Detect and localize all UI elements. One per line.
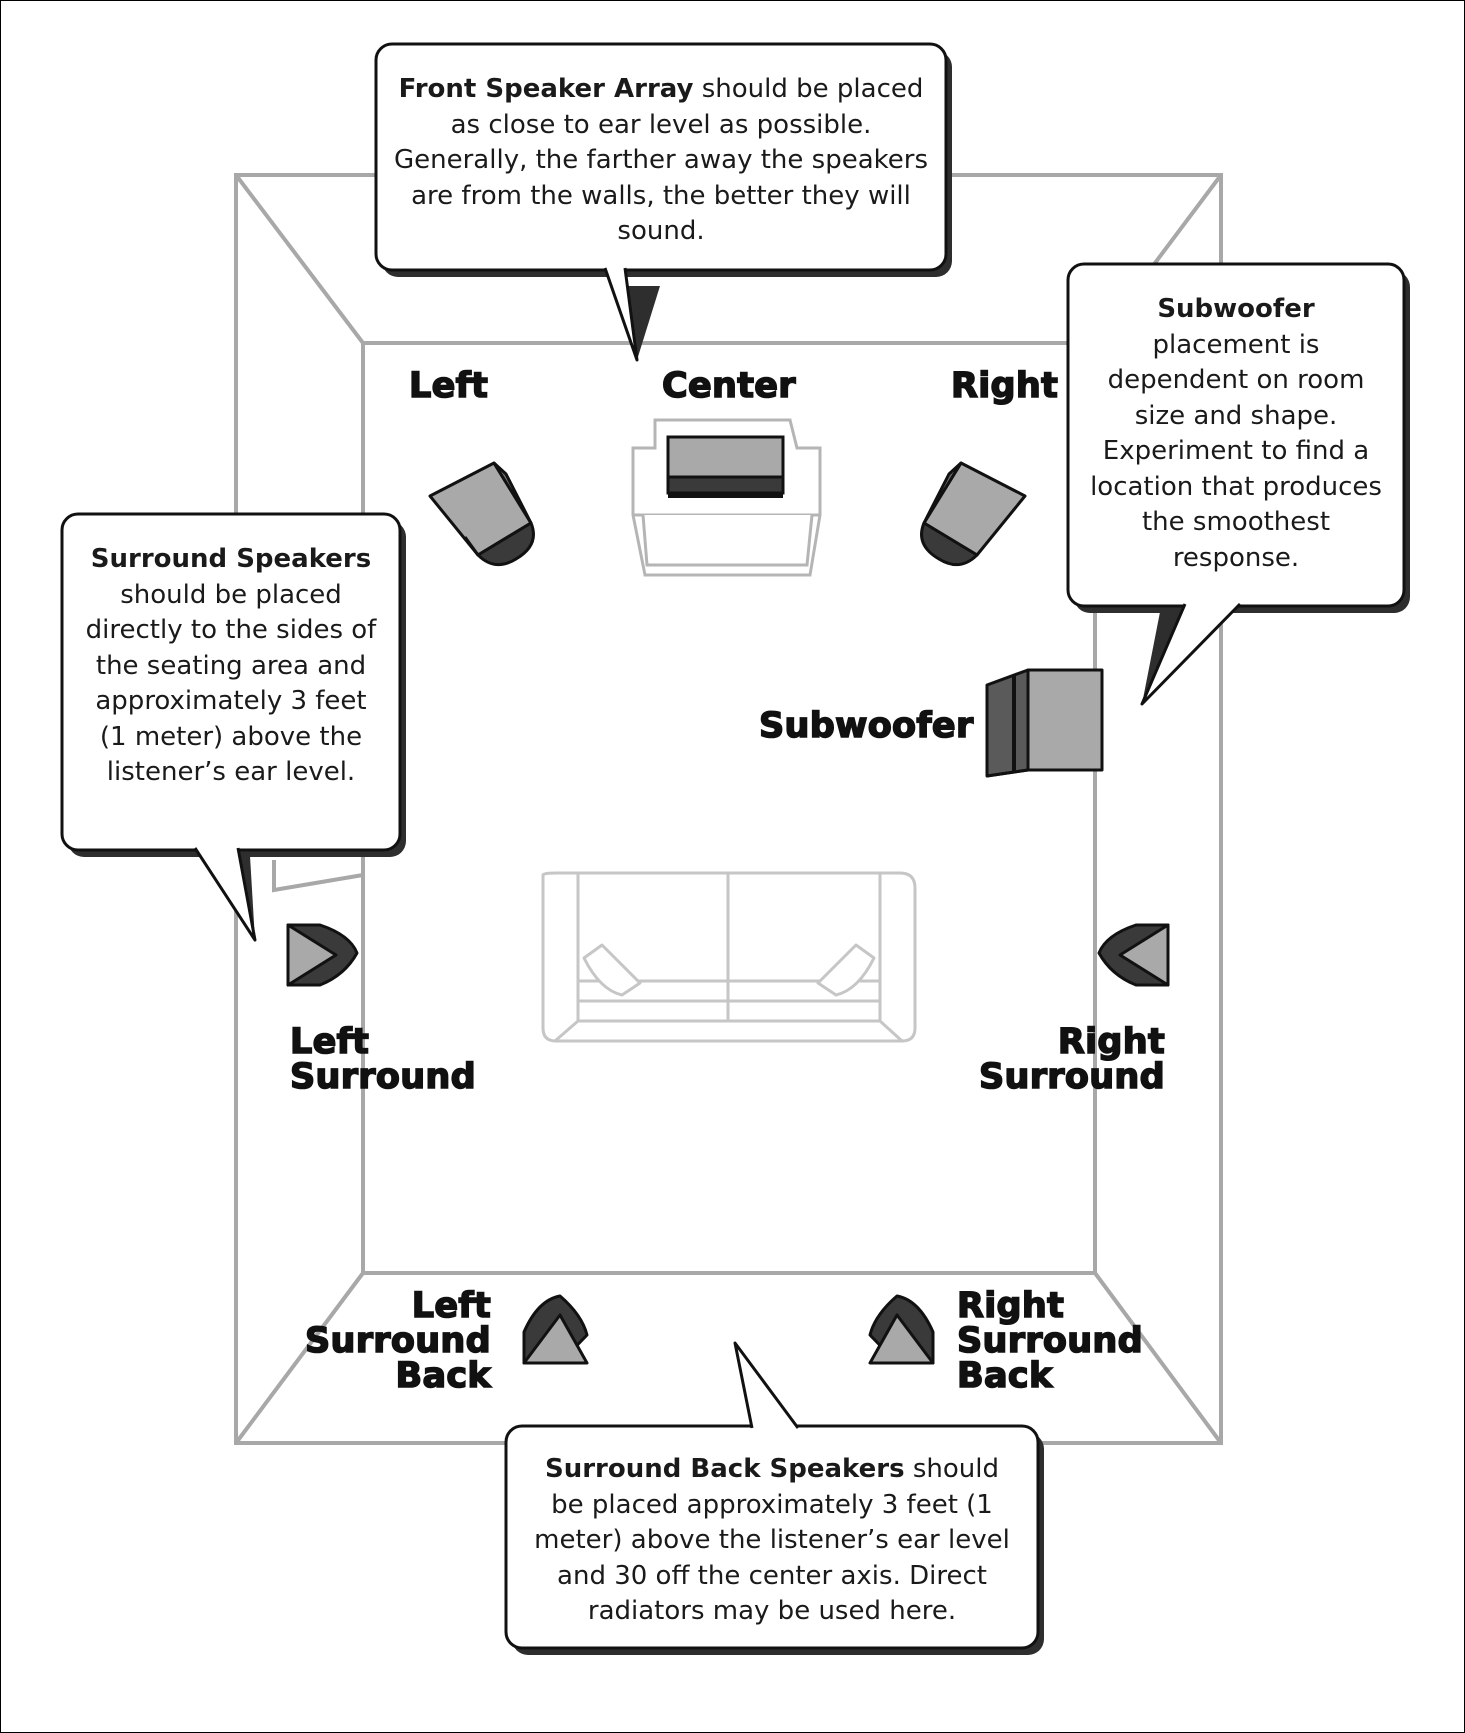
callout-front-bubble — [374, 42, 952, 362]
left-surround-speaker — [286, 923, 359, 987]
right-surround-back-speaker — [868, 1294, 935, 1365]
label-right-surround-back: Right Surround Back — [956, 1286, 1143, 1396]
callout-subwoofer-body: placement is dependent on room size and … — [1090, 329, 1382, 573]
label-left-surround-back-line3: Back — [395, 1356, 492, 1396]
callout-front-title: Front Speaker Array — [398, 74, 694, 104]
sofa — [541, 871, 917, 1043]
label-left-surround-back-line1: Left — [411, 1286, 492, 1326]
label-right-surround: Right Surround — [960, 1022, 1165, 1097]
label-subwoofer: Subwoofer — [758, 706, 974, 746]
label-left-surround: Left Surround — [289, 1022, 476, 1097]
callout-subwoofer-text: Subwoofer placement is dependent on room… — [1090, 264, 1382, 606]
callout-surround-title: Surround Speakers — [90, 544, 372, 574]
right-front-speaker — [920, 461, 1027, 567]
callout-front-body: should be placed as close to ear level a… — [394, 74, 928, 246]
label-right-surround-back-line2: Surround — [956, 1321, 1143, 1361]
callout-surround-back-bubble — [504, 1341, 1044, 1655]
callout-surround-back-text: Surround Back Speakers should be placed … — [530, 1426, 1014, 1648]
label-left-surround-back-line2: Surround — [304, 1321, 491, 1361]
label-right-surround-back-line3: Back — [956, 1356, 1053, 1396]
left-front-speaker — [428, 461, 535, 567]
callout-subwoofer-title: Subwoofer — [1157, 294, 1315, 324]
callout-front-text: Front Speaker Array should be placed as … — [386, 44, 936, 270]
label-center: Center — [661, 366, 796, 406]
right-surround-speaker — [1097, 923, 1170, 987]
label-left-surround-line1: Left — [289, 1022, 370, 1062]
callout-surround-bubble — [60, 512, 406, 942]
callout-subwoofer-bubble — [1066, 262, 1410, 706]
left-surround-back-speaker — [522, 1294, 589, 1365]
subwoofer-box — [985, 668, 1104, 778]
label-right: Right — [950, 366, 1059, 406]
label-left: Left — [408, 366, 489, 406]
label-right-surround-line1: Right — [1057, 1022, 1165, 1062]
label-left-surround-back: Left Surround Back — [290, 1286, 492, 1396]
left-wall-opening — [272, 860, 364, 893]
label-right-surround-line2: Surround — [978, 1057, 1165, 1097]
label-left-surround-line2: Surround — [289, 1057, 476, 1097]
callout-surround-text: Surround Speakers should be placed direc… — [82, 514, 380, 850]
callout-surround-back-title: Surround Back Speakers — [545, 1454, 905, 1484]
label-right-surround-back-line1: Right — [956, 1286, 1065, 1326]
callout-surround-back-body: should be placed approximately 3 feet (1… — [534, 1454, 1010, 1626]
callout-surround-body: should be placed directly to the sides o… — [85, 579, 377, 788]
center-speaker — [666, 435, 785, 498]
